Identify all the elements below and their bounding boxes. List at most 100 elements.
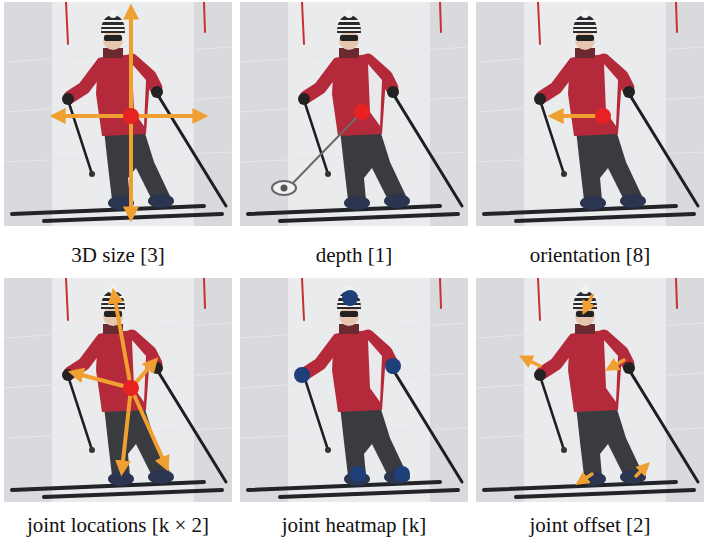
crop-highlight <box>288 2 430 226</box>
panel-content <box>240 2 468 226</box>
pole-basket <box>325 447 331 453</box>
boot <box>580 196 606 210</box>
pompom <box>581 10 589 18</box>
hat-stripe <box>102 29 124 31</box>
hat <box>337 291 361 309</box>
photo-panel <box>4 278 232 502</box>
pompom <box>581 286 589 294</box>
pants <box>340 406 406 476</box>
pompom <box>345 10 353 18</box>
jacket-stripe <box>368 64 382 126</box>
gate-pole <box>66 2 68 44</box>
sunglasses <box>576 35 594 41</box>
gate-pole <box>538 2 540 44</box>
gate-pole <box>676 278 677 308</box>
panel-caption: joint locations [k × 2] <box>27 512 209 538</box>
snow-background <box>476 278 704 502</box>
hat-stripe <box>102 25 124 27</box>
pole-basket <box>561 447 567 453</box>
ski <box>12 482 204 490</box>
pole-basket <box>561 171 567 177</box>
ski <box>516 214 694 221</box>
center-dot <box>354 104 370 120</box>
sunglasses <box>340 311 358 317</box>
jacket <box>332 54 386 136</box>
ski <box>280 490 458 497</box>
photo-panel <box>476 2 704 226</box>
gate-pole <box>676 2 677 32</box>
offset-arrow <box>585 296 592 310</box>
panel-content <box>4 278 232 502</box>
snow-background <box>4 278 232 502</box>
snow-background <box>4 2 232 226</box>
panel-caption: joint offset [2] <box>530 512 651 538</box>
panel-caption: depth [1] <box>316 242 392 268</box>
ski <box>248 482 440 490</box>
panel-content <box>4 2 232 226</box>
sunglasses <box>104 35 122 41</box>
ski-pole <box>304 376 328 450</box>
jacket <box>568 54 622 136</box>
glove <box>623 86 635 98</box>
gate-pole <box>204 2 205 32</box>
panel-caption: joint heatmap [k] <box>282 512 427 538</box>
glove <box>62 369 74 381</box>
glove <box>151 86 163 98</box>
gate-pole <box>538 278 540 320</box>
photo-panel <box>476 278 704 502</box>
size-arrow <box>131 114 202 118</box>
ski <box>12 206 204 214</box>
gate-pole <box>440 278 441 308</box>
panel-content <box>476 2 704 226</box>
photo-panel <box>4 2 232 226</box>
jacket <box>96 54 150 136</box>
ski <box>44 490 222 497</box>
boot <box>148 470 174 484</box>
pants <box>340 130 406 200</box>
hat-stripe <box>102 301 124 303</box>
joint-vector <box>114 294 131 388</box>
glove <box>298 93 310 105</box>
gate-pole <box>440 2 441 32</box>
jacket <box>568 330 622 412</box>
size-arrow <box>129 10 133 116</box>
ski-pole <box>304 100 328 174</box>
joint-heatmap-peak <box>350 466 366 482</box>
joint-heatmap-peak <box>342 290 358 306</box>
center-dot <box>123 380 139 396</box>
crop-highlight <box>524 2 666 226</box>
crop-highlight <box>52 278 194 502</box>
ski <box>516 490 694 497</box>
size-arrow <box>56 114 131 118</box>
boot <box>108 472 134 486</box>
ski-pole <box>68 376 92 450</box>
ski <box>484 206 676 214</box>
depth-ray <box>292 116 358 184</box>
hat-stripe <box>102 305 124 307</box>
pole-basket <box>89 171 95 177</box>
pole-basket <box>325 171 331 177</box>
hat-stripe <box>574 25 596 27</box>
gate-pole <box>302 2 304 44</box>
ski-pole <box>68 100 92 174</box>
offset-arrow <box>636 466 646 476</box>
offset-arrow <box>580 474 592 482</box>
pole-basket <box>89 447 95 453</box>
joint-heatmap-peak <box>394 466 410 482</box>
boot <box>148 194 174 208</box>
panel-content <box>476 278 704 502</box>
boot <box>620 194 646 208</box>
hat-stripe <box>338 20 360 22</box>
pants <box>576 130 642 200</box>
center-dot <box>595 108 611 124</box>
pants <box>576 406 642 476</box>
boot <box>344 196 370 210</box>
photo-panel <box>240 2 468 226</box>
panel-caption: 3D size [3] <box>71 242 164 268</box>
crop-highlight <box>524 278 666 502</box>
center-dot <box>123 108 139 124</box>
hat-stripe <box>574 29 596 31</box>
gate-pole <box>204 278 205 308</box>
